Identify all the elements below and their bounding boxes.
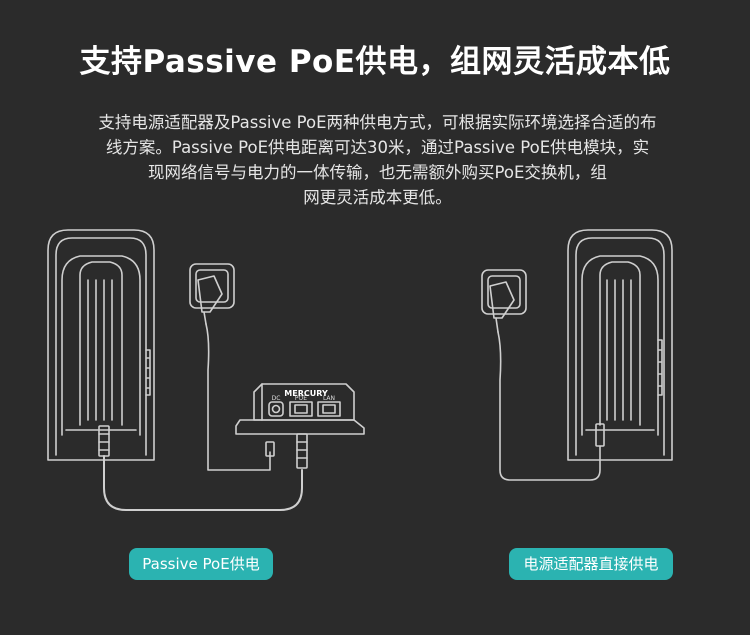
description: 支持电源适配器及Passive PoE两种供电方式，可根据实际环境选择合适的布 …: [65, 110, 690, 210]
dc-plug: [265, 441, 275, 457]
power-cable-left: [205, 323, 271, 471]
poe-port-label-dc: DC: [272, 395, 281, 402]
power-cable-right: [497, 331, 601, 481]
description-line-3: 现网络信号与电力的一体传输，也无需额外购买PoE交换机，组: [148, 163, 607, 182]
poe-injector-module: [235, 383, 365, 435]
poe-port-plug: [296, 433, 308, 469]
description-line-4: 网更灵活成本更低。: [303, 188, 452, 207]
wall-outlet-right: [481, 269, 527, 333]
wall-outlet-left: [189, 263, 235, 325]
poe-port-label-lan: LAN: [323, 395, 335, 402]
ethernet-cable-left: [103, 455, 303, 511]
description-line-1: 支持电源适配器及Passive PoE两种供电方式，可根据实际环境选择合适的布: [98, 113, 657, 132]
poe-wiring-illustration: MERCURY DC POE LAN: [47, 229, 673, 511]
left-cpe-device: [47, 229, 155, 461]
poe-module-brand: MERCURY: [284, 389, 328, 398]
right-device-dc-plug: [595, 423, 605, 447]
page-title: 支持Passive PoE供电，组网灵活成本低: [79, 44, 671, 80]
description-line-2: 线方案。Passive PoE供电距离可达30米，通过Passive PoE供电…: [105, 138, 650, 157]
poe-port-label-poe: POE: [295, 395, 307, 402]
label-passive-poe: Passive PoE供电: [129, 548, 273, 580]
right-cpe-device: [567, 229, 673, 461]
label-adapter-power: 电源适配器直接供电: [509, 548, 673, 580]
